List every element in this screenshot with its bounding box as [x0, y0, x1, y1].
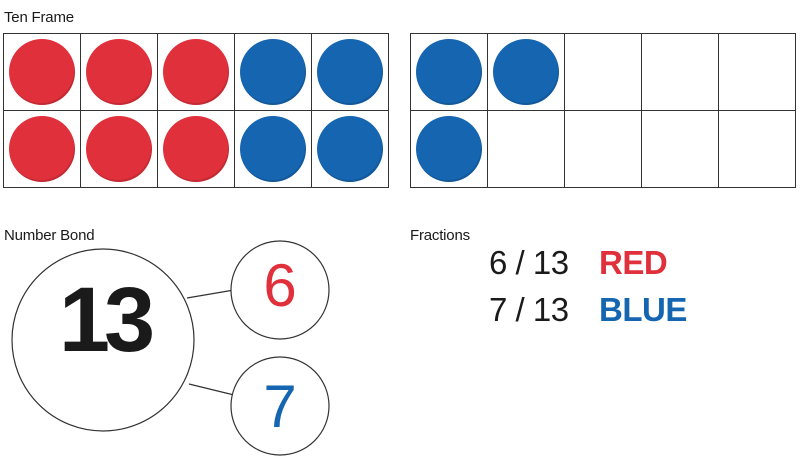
red-counter: [163, 39, 229, 105]
ten-frame-cell: [719, 111, 796, 188]
ten-frame-cell: [235, 34, 312, 111]
bond-whole-value: 13: [58, 269, 155, 371]
bond-connector-top: [186, 289, 235, 299]
blue-counter: [317, 116, 383, 182]
ten-frame-cell: [719, 34, 796, 111]
fractions-heading: Fractions: [410, 227, 470, 244]
fraction-row-blue: 7 / 13 BLUE: [489, 291, 687, 329]
ten-frame-cell: [4, 111, 81, 188]
blue-counter: [416, 116, 482, 182]
ten-frame-cell: [235, 111, 312, 188]
ten-frame-cell: [488, 111, 565, 188]
red-counter: [9, 39, 75, 105]
ten-frame-cell: [642, 34, 719, 111]
number-bond-diagram: [11, 240, 330, 456]
ten-frame-cell: [565, 111, 642, 188]
fraction-label-blue: BLUE: [599, 291, 687, 328]
ten-frame-cell: [642, 111, 719, 188]
blue-counter: [240, 116, 306, 182]
bond-part-1-circle: [230, 240, 330, 340]
blue-counter: [493, 39, 559, 105]
bond-connector-bottom: [188, 383, 235, 396]
blue-counter: [240, 39, 306, 105]
blue-counter: [416, 39, 482, 105]
ten-frame-right: [410, 33, 796, 188]
ten-frame-cell: [312, 111, 389, 188]
ten-frame-cell: [158, 34, 235, 111]
blue-counter: [317, 39, 383, 105]
ten-frame-cell: [488, 34, 565, 111]
bond-part-1-value: 6: [263, 252, 297, 319]
ten-frame-cell: [4, 34, 81, 111]
ten-frame-cell: [312, 34, 389, 111]
ten-frame-cell: [81, 34, 158, 111]
red-counter: [163, 116, 229, 182]
ten-frame-cell: [411, 111, 488, 188]
number-bond-heading: Number Bond: [4, 227, 95, 244]
red-counter: [86, 39, 152, 105]
ten-frame-left: [3, 33, 389, 188]
bond-part-2-value: 7: [263, 373, 297, 440]
red-counter: [9, 116, 75, 182]
bond-whole-circle: [11, 248, 195, 432]
fraction-row-red: 6 / 13 RED: [489, 244, 668, 282]
red-counter: [86, 116, 152, 182]
fraction-value-red: 6 / 13: [489, 244, 569, 281]
bond-part-2-circle: [230, 356, 330, 456]
fraction-value-blue: 7 / 13: [489, 291, 569, 328]
ten-frame-cell: [411, 34, 488, 111]
ten-frame-cell: [81, 111, 158, 188]
ten-frame-cell: [565, 34, 642, 111]
fraction-label-red: RED: [599, 244, 668, 281]
ten-frame-heading: Ten Frame: [4, 9, 74, 26]
ten-frame-cell: [158, 111, 235, 188]
